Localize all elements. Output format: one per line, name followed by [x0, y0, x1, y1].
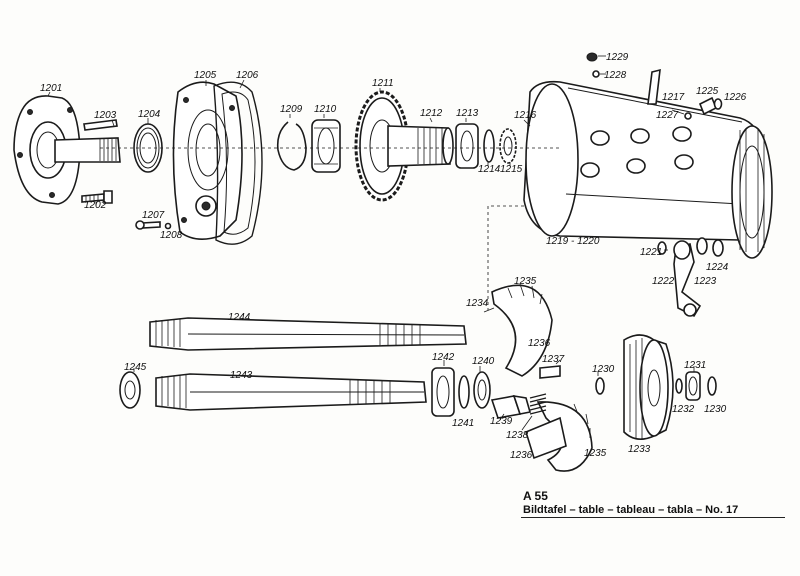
label-1208: 1208: [160, 230, 183, 241]
label-1212: 1212: [420, 108, 443, 119]
part-1240-ring: [473, 371, 491, 409]
part-1206-gasket: [213, 81, 263, 245]
part-1238-spring: [529, 393, 547, 415]
label-1239: 1239: [490, 416, 513, 427]
label-1244: 1244: [228, 312, 251, 323]
part-1239-block: [490, 394, 532, 419]
part-1235-1236-synchro-lower: [525, 401, 593, 472]
label-1226: 1226: [724, 92, 747, 103]
label-1225: 1225: [696, 86, 719, 97]
label-1242: 1242: [432, 352, 455, 363]
part-1207-screw: [135, 220, 161, 230]
part-1215-nut: [499, 128, 517, 164]
label-1204: 1204: [138, 109, 161, 120]
part-1230-ring-right: [707, 376, 717, 396]
label-1222: 1222: [652, 276, 675, 287]
label-1235-lower: 1235: [584, 448, 607, 459]
label-1219-1220: 1219 - 1220: [546, 236, 600, 247]
label-1215: 1215: [500, 164, 523, 175]
part-1242-bearing: [431, 367, 455, 417]
label-1209: 1209: [280, 104, 303, 115]
part-1223-bush: [696, 237, 708, 255]
part-1243-shaft: [155, 373, 427, 411]
label-1207: 1207: [142, 210, 165, 221]
centerline-housing: [487, 205, 524, 310]
caption-underline: [521, 517, 785, 518]
label-1228: 1228: [604, 70, 627, 81]
label-1234: 1234: [466, 298, 489, 309]
part-1232-ring: [675, 378, 683, 394]
label-1214: 1214: [478, 164, 501, 175]
part-1227-screw: [684, 112, 692, 120]
part-1201-flange: [13, 95, 121, 205]
part-1221-ring: [657, 241, 667, 255]
part-1226-washer: [713, 98, 723, 110]
label-1230-right: 1230: [704, 404, 727, 415]
part-1235-1236-synchro-upper: [491, 283, 553, 377]
part-1209-circlip: [276, 121, 307, 171]
label-1236-lower: 1236: [510, 450, 533, 461]
leader-lines: [47, 55, 695, 431]
part-1212-pinion-shaft: [387, 125, 454, 167]
part-1237-pin: [539, 365, 561, 379]
part-1217-clip: [647, 68, 661, 105]
part-1219-1220-housing: [523, 52, 773, 259]
label-1217: 1217: [662, 92, 685, 103]
part-1233-drum: [623, 334, 674, 440]
label-1223: 1223: [694, 276, 717, 287]
part-1241-ring: [458, 375, 470, 409]
label-1216: 1216: [514, 110, 537, 121]
label-1221: 1221: [640, 247, 662, 258]
label-1232: 1232: [672, 404, 695, 415]
part-1224-bush: [712, 239, 724, 257]
label-1224: 1224: [706, 262, 729, 273]
part-1213-bearing: [455, 123, 479, 169]
label-1238: 1238: [506, 430, 529, 441]
part-1211-gear: [354, 90, 410, 202]
part-1230-ring-left: [595, 377, 605, 395]
label-1235-upper: 1235: [514, 276, 537, 287]
label-1237: 1237: [542, 354, 565, 365]
plate-caption: A 55 Bildtafel – table – tableau – tabla…: [523, 489, 738, 517]
label-1206: 1206: [236, 70, 259, 81]
label-1229: 1229: [606, 52, 629, 63]
part-number-labels: 1201 1202 1203 1204 1205 1206 1207 1208 …: [40, 52, 747, 461]
part-1225-nut: [698, 96, 718, 116]
label-1233: 1233: [628, 444, 651, 455]
part-1244-shaft: [149, 317, 467, 351]
part-1210-bearing: [311, 119, 341, 173]
part-1208-washer: [164, 222, 172, 230]
label-1245: 1245: [124, 362, 147, 373]
part-1245-bearing: [119, 371, 141, 409]
part-1228-washer: [592, 70, 600, 78]
label-1236-upper: 1236: [528, 338, 551, 349]
part-1205-cover: [172, 81, 243, 240]
part-1202-bolt: [81, 190, 113, 204]
part-1214-ring: [483, 129, 495, 163]
label-1230-left: 1230: [592, 364, 615, 375]
label-1241: 1241: [452, 418, 474, 429]
part-1222-selector-arm: [673, 240, 702, 318]
plate-title: Bildtafel – table – tableau – tabla – No…: [523, 504, 739, 516]
label-1227: 1227: [656, 110, 679, 121]
label-1201: 1201: [40, 83, 62, 94]
label-1203: 1203: [94, 110, 117, 121]
label-1213: 1213: [456, 108, 479, 119]
part-1231-bearing: [685, 371, 701, 401]
label-1202: 1202: [84, 200, 107, 211]
label-1243: 1243: [230, 370, 253, 381]
label-1205: 1205: [194, 70, 217, 81]
label-1210: 1210: [314, 104, 337, 115]
label-1211: 1211: [372, 78, 394, 89]
label-1231: 1231: [684, 360, 706, 371]
plate-code: A 55: [523, 489, 548, 503]
label-1240: 1240: [472, 356, 495, 367]
